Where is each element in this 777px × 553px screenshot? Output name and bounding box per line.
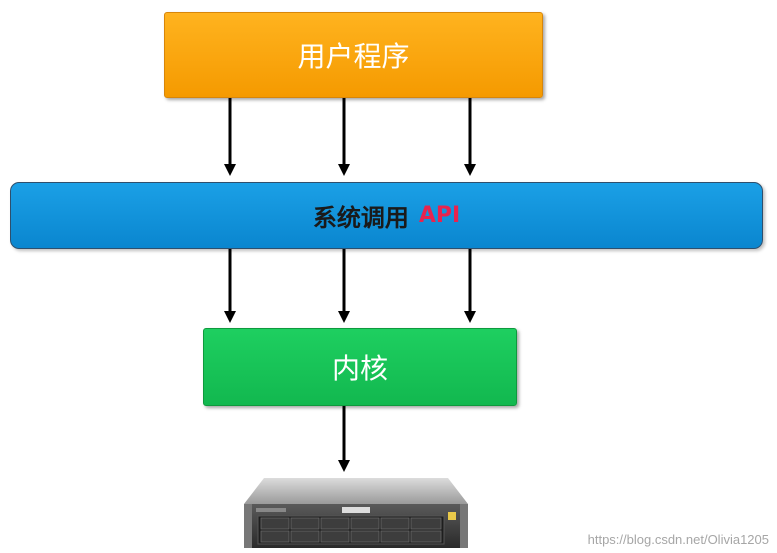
user-programs-label: 用户程序 (297, 40, 410, 73)
kernel-label: 内核 (331, 352, 388, 385)
watermark-url: https://blog.csdn.net/Olivia1205 (587, 532, 769, 547)
syscall-api-bar: 系统调用 API (10, 182, 763, 249)
api-label: API (418, 203, 461, 228)
user-programs-box: 用户程序 (164, 12, 543, 98)
server-rack-icon (244, 478, 468, 548)
syscall-label: 系统调用 (312, 204, 409, 232)
kernel-box: 内核 (203, 328, 517, 406)
